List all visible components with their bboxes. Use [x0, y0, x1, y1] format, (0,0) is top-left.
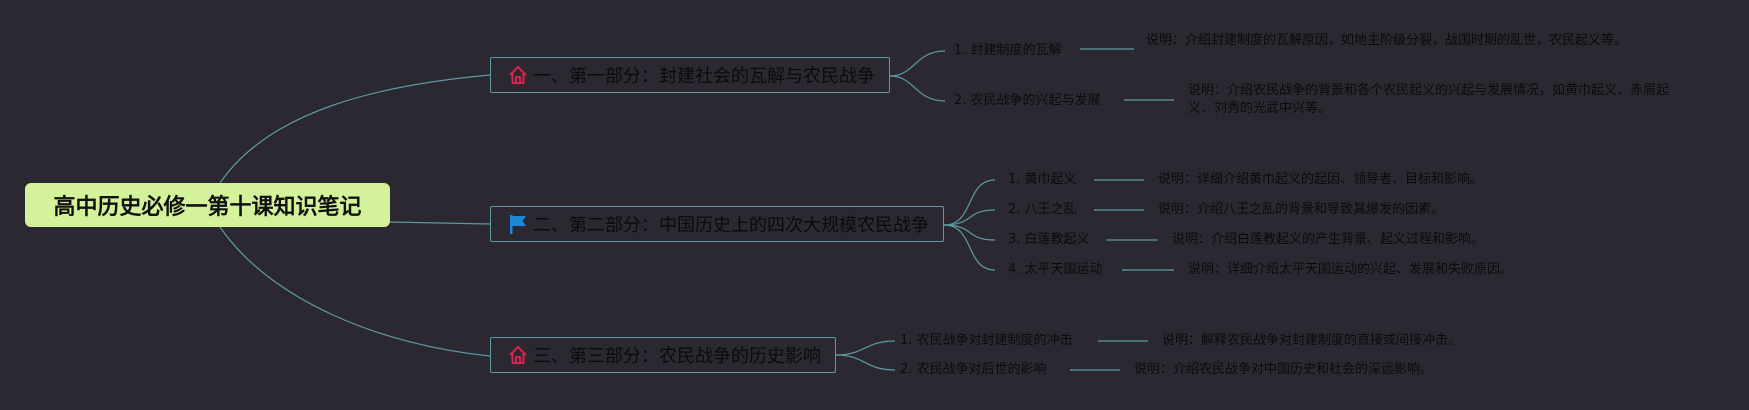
branch-3-leaf-1-connector: [835, 340, 896, 356]
note-2-2[interactable]: 说明：介绍八王之乱的背景和导致其爆发的因素。: [1158, 202, 1445, 217]
root-topic[interactable]: 高中历史必修一第十课知识笔记: [25, 183, 390, 227]
subtopic-2-3[interactable]: 3. 白莲教起义: [1008, 232, 1090, 247]
note-1-2[interactable]: 说明：介绍农民战争的背景和各个农民起义的兴起与发展情况，如黄巾起义、赤眉起义、刘…: [1188, 83, 1670, 116]
note-2-4[interactable]: 说明：详细介绍太平天国运动的兴起、发展和失败原因。: [1188, 262, 1514, 277]
house-icon: [507, 344, 529, 366]
branch-topic-1[interactable]: 一、第一部分：封建社会的瓦解与农民战争: [490, 57, 890, 93]
branch-topic-3-label: 三、第三部分：农民战争的历史影响: [533, 346, 821, 367]
note-1-1[interactable]: 说明：介绍封建制度的瓦解原因，如地主阶级分裂，战国时期的乱世，农民起义等。: [1146, 33, 1628, 48]
subtopic-2-2[interactable]: 2. 八王之乱: [1008, 202, 1077, 217]
branch-1-leaf-1-connector: [889, 50, 946, 77]
branch-2-leaf-1-connector: [943, 179, 996, 226]
subtopic-1-2[interactable]: 2. 农民战争的兴起与发展: [954, 93, 1101, 108]
root-branch-2-connector: [389, 221, 491, 225]
branch-3-leaf-2-connector: [835, 354, 896, 371]
branch-topic-3[interactable]: 三、第三部分：农民战争的历史影响: [490, 337, 836, 373]
note-2-3[interactable]: 说明：介绍白莲教起义的产生背景、起义过程和影响。: [1172, 232, 1485, 247]
note-3-2[interactable]: 说明：介绍农民战争对中国历史和社会的深远影响。: [1134, 362, 1434, 377]
branch-topic-2-label: 二、第二部分：中国历史上的四次大规模农民战争: [533, 215, 929, 236]
subtopic-3-1[interactable]: 1. 农民战争对封建制度的冲击: [900, 333, 1073, 348]
branch-2-leaf-4-connector: [943, 224, 996, 271]
branch-2-leaf-3-connector: [943, 224, 996, 241]
branch-topic-2[interactable]: 二、第二部分：中国历史上的四次大规模农民战争: [490, 206, 944, 242]
branch-topic-1-label: 一、第一部分：封建社会的瓦解与农民战争: [533, 66, 875, 87]
root-topic-label: 高中历史必修一第十课知识笔记: [53, 195, 362, 220]
subtopic-1-1[interactable]: 1. 封建制度的瓦解: [954, 43, 1062, 58]
subtopic-3-2[interactable]: 2. 农民战争对后世的影响: [900, 362, 1047, 377]
branch-1-leaf-2-connector: [889, 75, 946, 102]
note-3-1[interactable]: 说明：解释农民战争对封建制度的直接或间接冲击。: [1162, 333, 1462, 348]
subtopic-2-1[interactable]: 1. 黄巾起义: [1008, 172, 1077, 187]
note-2-1[interactable]: 说明：详细介绍黄巾起义的起因、领导者、目标和影响。: [1158, 172, 1484, 187]
subtopic-2-4[interactable]: 4. 太平天国运动: [1008, 262, 1103, 277]
flag-icon: [507, 213, 529, 235]
branch-2-leaf-2-connector: [943, 209, 996, 226]
house-icon: [507, 64, 529, 86]
root-branch-3-connector: [219, 226, 491, 357]
root-branch-1-connector: [219, 74, 491, 184]
